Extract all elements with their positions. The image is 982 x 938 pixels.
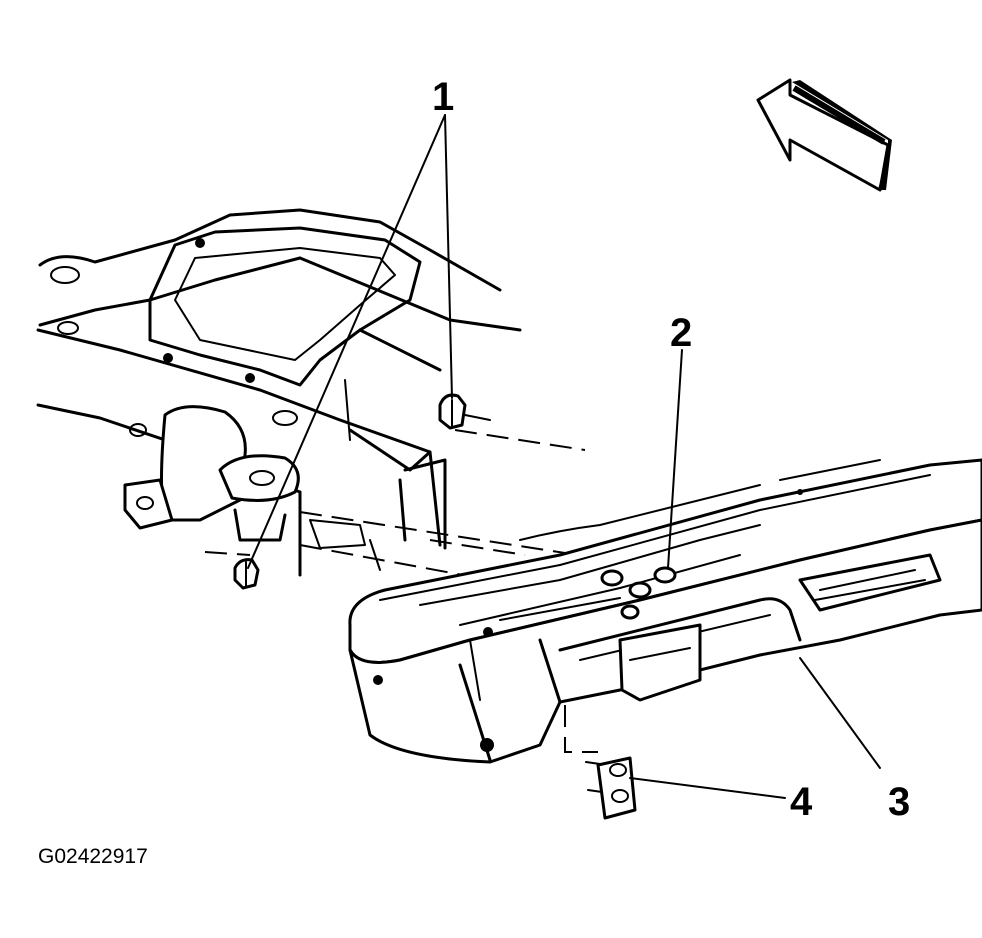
callout-2: 2 (670, 311, 692, 355)
retainer-plate (585, 756, 637, 820)
callout-3: 3 (888, 780, 910, 824)
bumper-nut-lower (233, 558, 260, 590)
frame-rail (36, 208, 522, 577)
forward-arrow-icon (756, 78, 892, 192)
leader-lines (247, 114, 881, 799)
bumper-nut-upper (438, 393, 491, 430)
figure-id: G02422917 (38, 845, 148, 868)
rear-bumper (348, 458, 982, 764)
callout-4: 4 (790, 780, 813, 824)
callout-1: 1 (432, 75, 454, 119)
